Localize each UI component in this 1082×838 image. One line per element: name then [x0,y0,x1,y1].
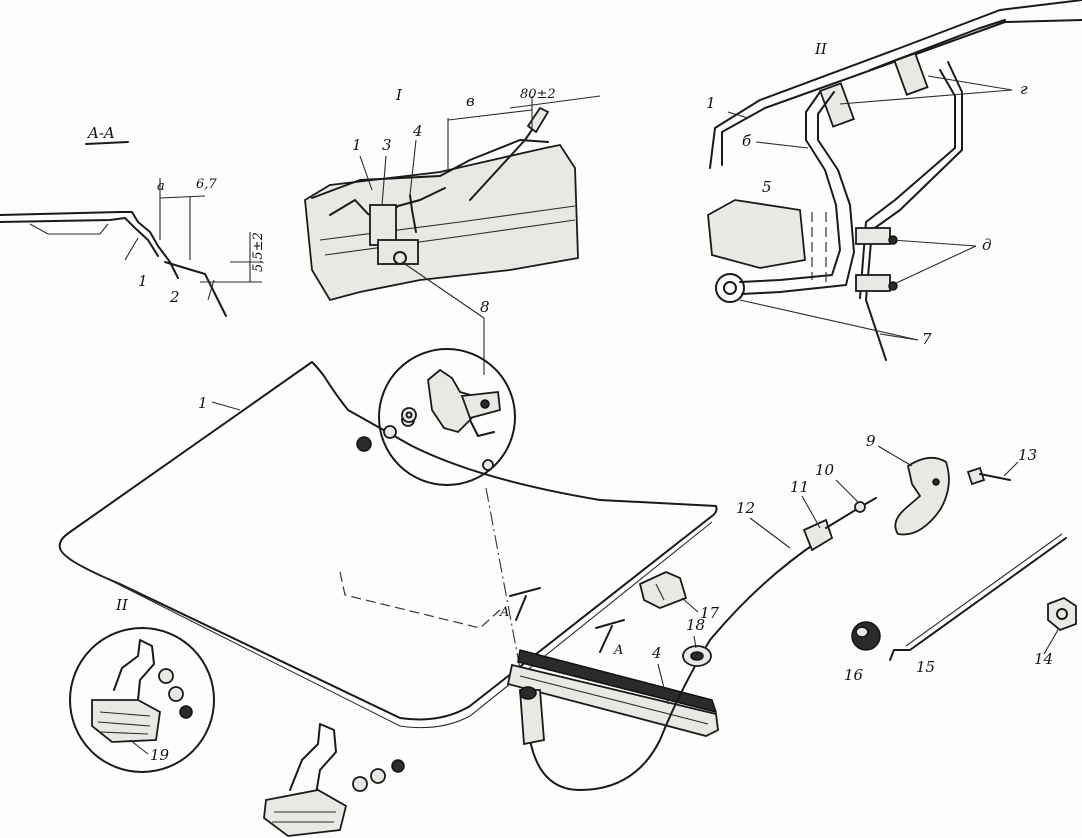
hinge-assembly [263,723,405,837]
dim-v: в [466,92,475,110]
lock-zoom-circle [378,348,516,486]
label-part-17: 17 [700,604,720,622]
label-part-18: 18 [686,616,705,634]
label-part-4-view1: 4 [412,122,423,140]
view-II-bottom-title: II [115,596,129,614]
label-part-3: 3 [382,136,392,154]
hood-panel-part-1: 1 [58,361,718,729]
label-part-14: 14 [1034,650,1053,668]
section-arrows: A A [499,587,625,658]
label-part-10: 10 [815,461,835,479]
label-part-g: г [1020,80,1028,98]
view-II-hinge-detail: II 1 г б 5 д 7 [706,0,1082,361]
cable-part-12: 12 11 10 18 [519,461,877,791]
section-title: A-A [86,124,115,142]
nut-part-14: 14 [1034,596,1077,668]
label-part-2-section: 2 [169,288,180,306]
bumper-part-16: 16 [844,621,881,684]
bolt-part-13: 13 [966,446,1037,486]
label-part-16: 16 [844,666,864,684]
label-part-15: 15 [916,658,935,676]
dim-5-5: 5,5±2 [251,232,266,272]
label-part-11: 11 [790,478,809,496]
view-II-top-title: II [814,40,828,58]
lever-part-9: 9 [866,432,950,536]
label-part-1-section: 1 [138,272,148,290]
hinge-zoom-circle: II 19 [69,596,215,773]
clip-part-17: 17 [638,571,720,622]
view-I-title: I [395,86,403,104]
label-part-b: б [742,132,752,150]
label-part-1-view1: 1 [352,136,362,154]
seal-strip-part-4: 4 [506,644,719,737]
rod-part-15: 15 [889,533,1067,676]
label-part-13: 13 [1018,446,1037,464]
label-part-9: 9 [866,432,876,450]
label-part-d: д [982,236,992,254]
label-part-4: 4 [651,644,662,662]
arrow-A-left: A [499,605,509,620]
label-part-19: 19 [150,746,170,764]
label-part-12: 12 [736,499,755,517]
label-part-1-hood: 1 [198,394,208,412]
label-part-8: 8 [480,298,490,316]
label-part-5: 5 [762,178,772,196]
dim-6-7: 6,7 [196,177,217,192]
view-I-lock-detail: I в 80±2 1 3 4 [304,86,601,302]
dim-80: 80±2 [520,87,556,102]
label-part-7: 7 [922,330,932,348]
arrow-A-right: A [613,643,623,658]
section-a-a: A-A a 6,7 5,5±2 1 2 [0,124,266,317]
dim-a: a [157,179,165,194]
label-part-1-view2: 1 [706,94,716,112]
